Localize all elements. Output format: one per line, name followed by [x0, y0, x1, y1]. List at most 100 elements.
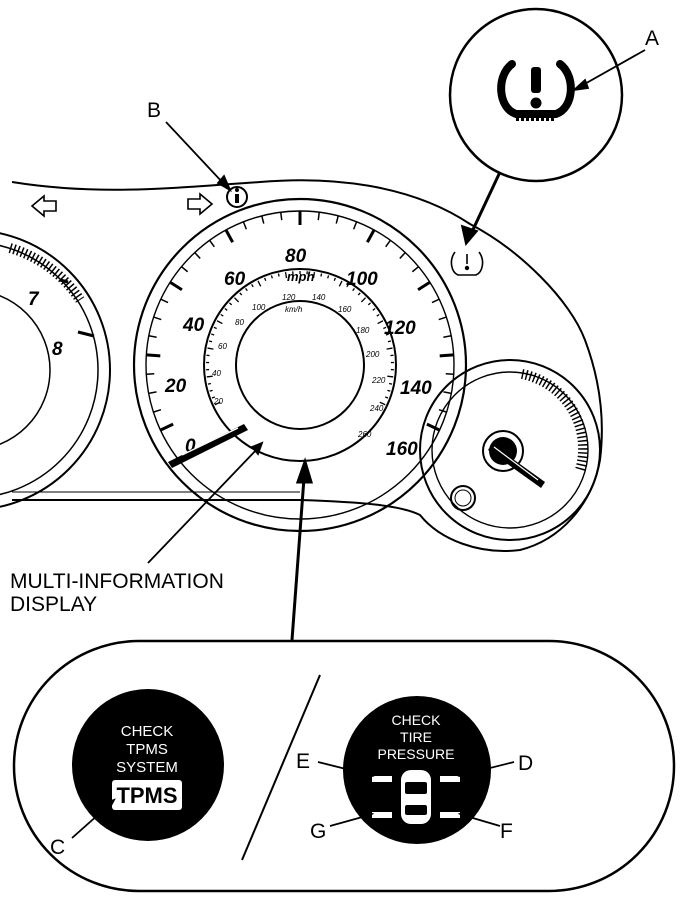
kmh-tick: [208, 340, 213, 343]
kmh-tick: [220, 313, 224, 317]
tpms-msg-line2: TPMS: [126, 741, 168, 758]
kmh-tick: [385, 333, 389, 336]
callout-b-line: [165, 121, 232, 193]
left-arrow-icon: [30, 194, 57, 218]
kmh-tick: [387, 340, 392, 343]
tpms-indicator-small-icon: [450, 251, 484, 276]
kmh-tick: [376, 313, 380, 317]
tpms-badge: TPMS: [116, 783, 177, 808]
mph-tick: [148, 391, 157, 395]
kmh-tick: [245, 287, 248, 292]
callout-c-line: [71, 798, 116, 839]
kmh-tick: [320, 273, 323, 277]
kmh-tick: [211, 396, 216, 399]
callout-tire-lines: [317, 761, 515, 827]
kmh-label-80: 80: [235, 318, 244, 327]
tpms-zoom-circle: [448, 7, 624, 183]
display-to-zoom-arrow: [290, 457, 314, 641]
mph-tick: [417, 280, 431, 292]
kmh-tick: [257, 280, 262, 287]
kmh-tick: [338, 280, 343, 287]
mph-label-120: 120: [384, 318, 416, 339]
kmh-tick: [207, 382, 212, 385]
kmh-tick: [251, 284, 254, 288]
speedometer: 0 20 40 60 80 100 120 140 160 mph km/h 2…: [132, 197, 468, 533]
tach-label-8: 8: [52, 339, 63, 360]
kmh-tick: [216, 320, 223, 325]
kmh-tick: [387, 389, 391, 392]
mph-label-140: 140: [400, 378, 432, 399]
tire-pressure-message: CHECK TIRE PRESSURE: [343, 696, 491, 844]
kmh-tick-marks: [206, 271, 394, 406]
mph-tick: [431, 298, 440, 304]
kmh-tick: [264, 277, 267, 281]
kmh-tick: [372, 308, 376, 311]
mph-tick: [153, 408, 162, 413]
kmh-tick: [312, 272, 316, 279]
speedometer-needle: [168, 424, 248, 468]
mph-tick: [146, 353, 161, 358]
kmh-tick: [388, 382, 393, 385]
kmh-tick: [377, 320, 384, 325]
mph-tick: [352, 221, 358, 230]
tach-label-7: 7: [28, 289, 40, 310]
mph-tick: [194, 252, 201, 259]
kmh-tick: [229, 302, 233, 306]
mph-tick: [242, 221, 248, 230]
tpms-msg-line1: CHECK: [121, 723, 174, 740]
callout-d: D: [518, 752, 533, 775]
mph-tick: [169, 280, 183, 292]
kmh-label-140: 140: [312, 293, 326, 302]
kmh-tick: [333, 277, 336, 281]
kmh-tick: [224, 308, 228, 311]
kmh-tick: [384, 396, 389, 399]
callout-f: F: [500, 820, 513, 843]
mph-tick: [443, 335, 452, 339]
kmh-tick: [367, 302, 371, 306]
callout-b: B: [147, 99, 161, 122]
kmh-label-200: 200: [365, 350, 380, 359]
mph-label-20: 20: [164, 376, 187, 397]
kmh-label-20: 20: [213, 397, 223, 406]
tpms-warning-icon: [497, 60, 575, 121]
callout-c: C: [50, 836, 65, 859]
mph-tick: [317, 212, 321, 221]
mid-label-line1: MULTI-INFORMATION: [10, 570, 224, 593]
tire-msg-line2: TIRE: [400, 729, 432, 745]
mph-tick: [181, 266, 189, 273]
kmh-tick: [360, 297, 367, 303]
kmh-tick: [284, 272, 288, 279]
kmh-tick: [327, 275, 330, 279]
kmh-unit-label: km/h: [285, 305, 303, 314]
mph-tick: [335, 215, 339, 224]
mph-tick: [439, 353, 454, 358]
kmh-tick: [206, 375, 213, 378]
kmh-label-180: 180: [356, 326, 370, 335]
mph-unit-label: mph: [287, 269, 315, 284]
mph-tick: [279, 212, 283, 221]
callout-e: E: [296, 750, 310, 773]
tachometer: 7 8: [0, 232, 111, 508]
kmh-tick: [386, 347, 393, 350]
kmh-tick: [270, 275, 273, 279]
tire-msg-line3: PRESSURE: [377, 746, 454, 762]
mph-tick: [399, 252, 406, 259]
mid-label-line2: DISPLAY: [10, 593, 97, 616]
kmh-label-160: 160: [338, 305, 352, 314]
mph-label-0: 0: [185, 436, 196, 457]
mph-label-80: 80: [285, 246, 307, 267]
kmh-label-60: 60: [218, 342, 227, 351]
kmh-label-120: 120: [282, 293, 296, 302]
mph-tick: [160, 298, 169, 304]
mph-tick: [366, 229, 376, 243]
mid-label-line: [147, 441, 264, 564]
kmh-label-220: 220: [371, 376, 386, 385]
kmh-tick: [239, 292, 243, 296]
kmh-tick: [383, 326, 387, 330]
mph-tick: [148, 335, 157, 339]
kmh-tick: [352, 287, 355, 292]
kmh-tick: [277, 273, 280, 277]
kmh-label-100: 100: [252, 303, 266, 312]
mph-tick: [385, 239, 391, 248]
